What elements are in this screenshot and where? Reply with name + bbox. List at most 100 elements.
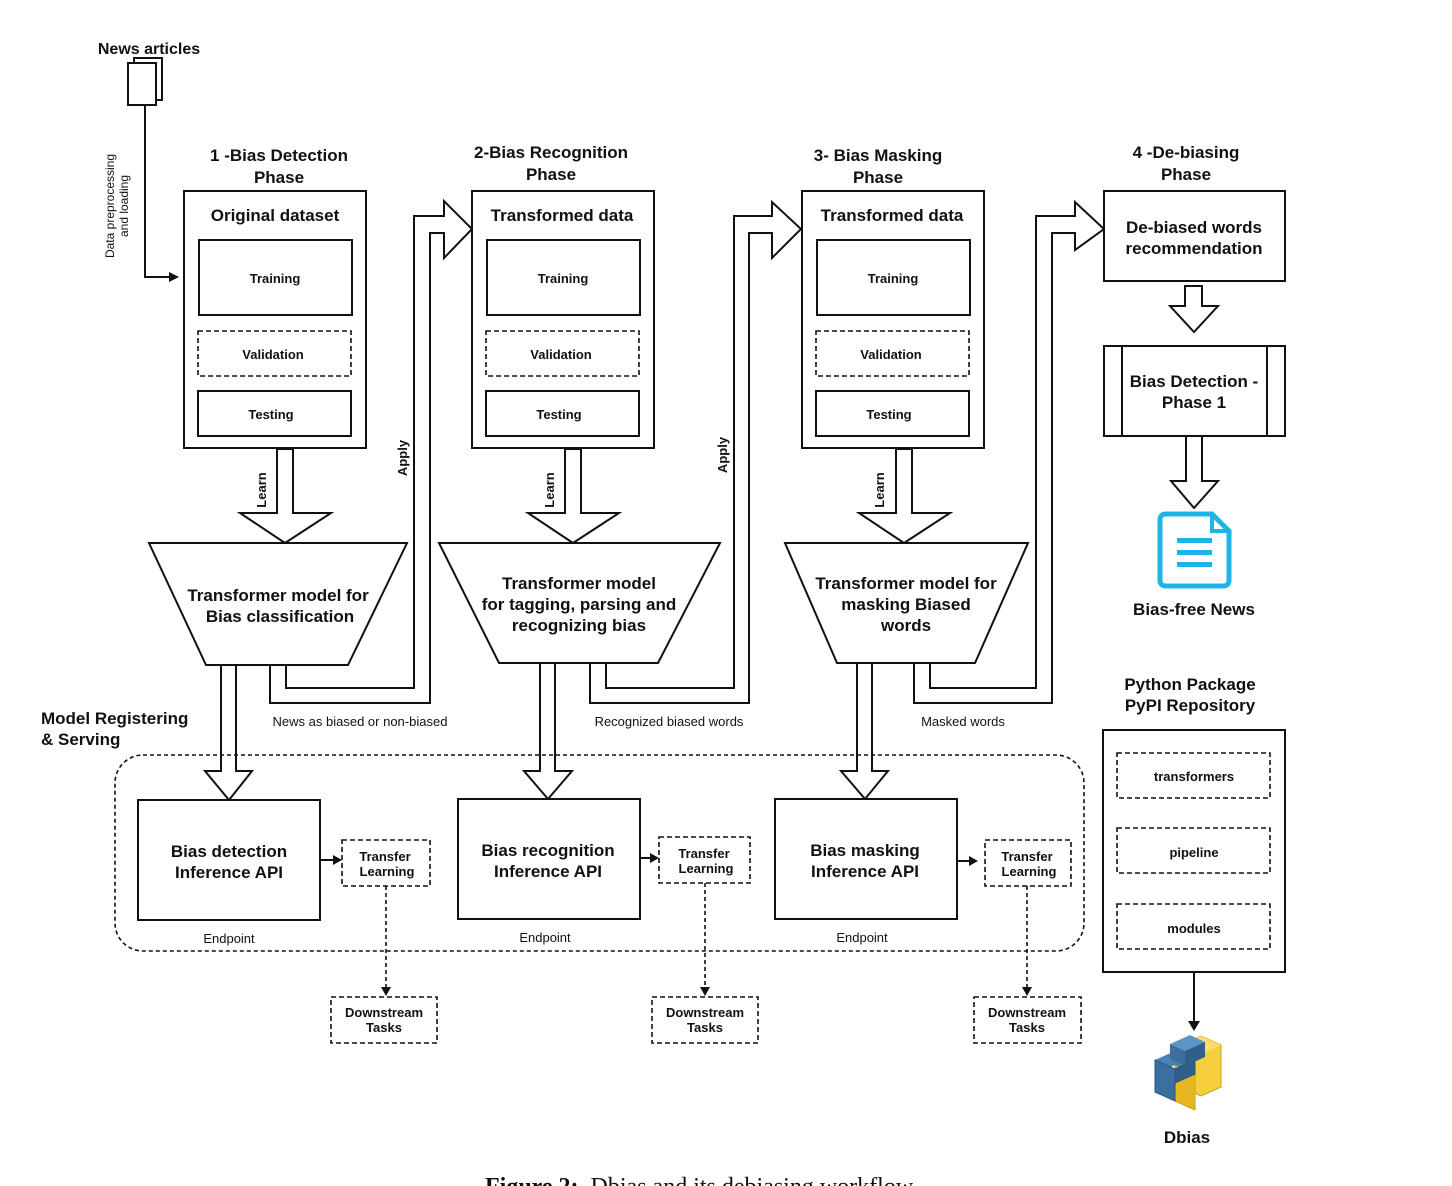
phase-3-api-box	[774, 798, 958, 920]
phase-2-apply-label: Apply	[715, 436, 730, 473]
phase-1-apply-arrow	[269, 198, 474, 704]
phase-3-downstream-arrowhead	[1022, 987, 1032, 996]
phase-4-title-2: Phase	[1161, 165, 1211, 184]
serving-region	[114, 754, 1085, 952]
phase-1-dataset-label: Original dataset	[211, 206, 340, 225]
phase-4-arrow-1	[1167, 285, 1221, 334]
phase-1: 1 -Bias Detection Phase Original dataset…	[137, 146, 474, 1044]
phase-3-downstream-line-2: Tasks	[1009, 1020, 1045, 1035]
phase-1-testing-label: Testing	[248, 407, 293, 422]
bias-detection-process-line-2: Phase 1	[1162, 393, 1226, 412]
phase-2-model-line-2: for tagging, parsing and	[482, 595, 677, 614]
module-transformers-box	[1116, 752, 1271, 799]
serving-label-2: & Serving	[41, 730, 120, 749]
package-name-label: Dbias	[1164, 1128, 1210, 1147]
phase-2-api-line-2: Inference API	[494, 862, 602, 881]
phase-1-testing-box	[197, 390, 352, 437]
phase-1-transfer-line-2: Learning	[360, 864, 415, 879]
phase-1-validation-box	[197, 330, 352, 377]
phase-4-title-1: 4 -De-biasing	[1133, 143, 1240, 162]
phase-2-training-label: Training	[538, 271, 589, 286]
phase-3-downstream-line-1: Downstream	[988, 1005, 1066, 1020]
phase-1-title-1: 1 -Bias Detection	[210, 146, 348, 165]
module-modules-box	[1116, 903, 1271, 950]
phase-3: 3- Bias Masking Phase Transformed data T…	[774, 146, 1106, 1044]
phase-3-testing-label: Testing	[866, 407, 911, 422]
debiased-recommendation-box	[1103, 190, 1286, 282]
module-modules-label: modules	[1167, 921, 1220, 936]
news-articles-label: News articles	[98, 41, 200, 58]
phase-2-transfer-line-2: Learning	[679, 861, 734, 876]
package-title-1: Python Package	[1124, 675, 1255, 694]
phase-3-testing-box	[815, 390, 970, 437]
phase-2-api-line-1: Bias recognition	[481, 841, 614, 860]
module-transformers-label: transformers	[1154, 769, 1234, 784]
phase-3-title-1: 3- Bias Masking	[814, 146, 943, 165]
phase-3-model-line-3: words	[880, 616, 931, 635]
phase-2-transfer-line-1: Transfer	[678, 846, 729, 861]
phase-2-testing-label: Testing	[536, 407, 581, 422]
phase-2-training-box	[486, 239, 641, 316]
module-pipeline-box	[1116, 827, 1271, 874]
svg-text:Figure 2: Dbias and its: Figure 2: Dbias and its debiasing workfl…	[485, 1174, 914, 1186]
phase-2: 2-Bias Recognition Phase Transformed dat…	[437, 143, 803, 1044]
preprocess-label-1: Data preprocessing	[103, 154, 117, 258]
phase-2-apply-arrow	[589, 199, 803, 704]
phase-1-learn-label: Learn	[254, 472, 269, 507]
phase-1-model-line-2: Bias classification	[206, 607, 354, 626]
phase-1-api-box	[137, 799, 321, 921]
phase-3-validation-box	[815, 330, 970, 377]
phase-2-learn-label: Learn	[542, 472, 557, 507]
phase-1-downstream-line-1: Downstream	[345, 1005, 423, 1020]
phase-2-learn-arrow	[524, 448, 623, 545]
phase-1-api-line-1: Bias detection	[171, 842, 287, 861]
phase-1-title-2: Phase	[254, 168, 304, 187]
module-pipeline-label: pipeline	[1169, 845, 1218, 860]
phase-3-api-line-2: Inference API	[811, 862, 919, 881]
python-package: Python Package PyPI Repository transform…	[1102, 675, 1286, 1147]
caption-text: Dbias and its debiasing workflow	[591, 1174, 914, 1186]
phase-1-apply-label: Apply	[395, 439, 410, 476]
phase-2-model-line-3: recognizing bias	[512, 616, 646, 635]
phase-3-downstream-box	[973, 996, 1082, 1044]
phase-4-arrow-2	[1168, 435, 1221, 510]
phase-3-output-label: Masked words	[921, 714, 1005, 729]
phase-2-title-2: Phase	[526, 165, 576, 184]
phase-1-downstream-line-2: Tasks	[366, 1020, 402, 1035]
phase-3-learn-arrow	[855, 448, 954, 545]
phase-1-api-line-2: Inference API	[175, 863, 283, 882]
phase-3-dataset-label: Transformed data	[821, 206, 964, 225]
debiased-recommendation-line-1: De-biased words	[1126, 218, 1262, 237]
phase-1-downstream-box	[330, 996, 438, 1044]
package-arrowhead	[1188, 1021, 1200, 1031]
news-articles-icon	[127, 57, 163, 106]
python-cubes-icon	[1154, 1035, 1222, 1111]
phase-3-training-box	[816, 239, 971, 316]
phase-2-downstream-arrowhead	[700, 987, 710, 996]
package-title-2: PyPI Repository	[1125, 696, 1256, 715]
phase-1-training-box	[198, 239, 353, 316]
phase-3-transfer-line-1: Transfer	[1001, 849, 1052, 864]
phase-2-title-1: 2-Bias Recognition	[474, 143, 628, 162]
phase-3-api-line-1: Bias masking	[810, 841, 920, 860]
phase-1-serve-arrow	[202, 664, 255, 802]
phase-1-validation-label: Validation	[242, 347, 303, 362]
phase-2-dataset-label: Transformed data	[491, 206, 634, 225]
phase-3-endpoint-label: Endpoint	[836, 930, 888, 945]
preprocess-connector	[144, 105, 176, 278]
phase-1-learn-arrow	[236, 448, 335, 545]
bias-detection-process-line-1: Bias Detection -	[1130, 372, 1258, 391]
phase-2-serve-arrow	[521, 662, 575, 801]
phase-3-learn-label: Learn	[872, 472, 887, 507]
phase-2-downstream-box	[651, 996, 759, 1044]
phase-2-validation-label: Validation	[530, 347, 591, 362]
phase-2-testing-box	[485, 390, 640, 437]
phase-3-transfer-box	[984, 839, 1072, 887]
phase-3-output-arrow	[913, 199, 1106, 704]
phase-3-transfer-line-2: Learning	[1002, 864, 1057, 879]
bias-free-news-icon	[1157, 511, 1232, 589]
phase-3-validation-label: Validation	[860, 347, 921, 362]
serving-label-1: Model Registering	[41, 709, 188, 728]
phase-1-model-line-1: Transformer model for	[187, 586, 369, 605]
